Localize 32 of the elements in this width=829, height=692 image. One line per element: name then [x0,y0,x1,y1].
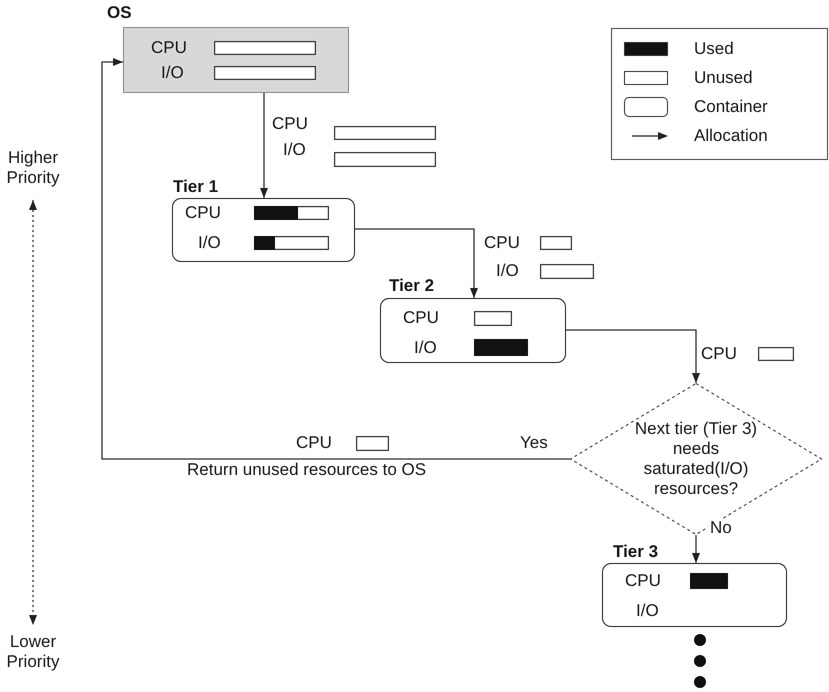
arrow [566,329,700,383]
resource-label: I/O [198,233,221,253]
legend-label: Used [694,39,734,59]
arrow [692,535,700,563]
legend-label: Container [694,97,768,117]
box-heading: Tier 2 [389,276,434,296]
priority-label: Lower Priority [6,632,60,672]
resource-label: CPU [701,344,737,364]
decision-text: Next tier (Tier 3) needs saturated(I/O) resources? [634,419,758,499]
arrow [101,58,570,460]
box-heading: OS [107,3,132,23]
resource-label: CPU [484,233,520,253]
priority-label: Higher Priority [6,148,60,188]
resource-label: CPU [403,308,439,328]
resource-label: CPU [151,38,187,58]
resource-label: I/O [283,140,306,160]
legend-label: Allocation [694,126,768,146]
resource-label: CPU [272,114,308,134]
box-heading: Tier 1 [173,177,218,197]
resource-label: Return unused resources to OS [187,460,426,480]
box-heading: Tier 3 [613,542,658,562]
resource-label: I/O [636,601,659,621]
resource-label: CPU [296,433,332,453]
resource-label: I/O [414,338,437,358]
arrow [355,228,478,298]
legend-label: Unused [694,68,753,88]
resource-label: I/O [496,261,519,281]
arrow [260,93,268,198]
resource-label: CPU [625,571,661,591]
resource-label: CPU [185,203,221,223]
resource-label: I/O [161,63,184,83]
decision-diamond [570,383,822,535]
